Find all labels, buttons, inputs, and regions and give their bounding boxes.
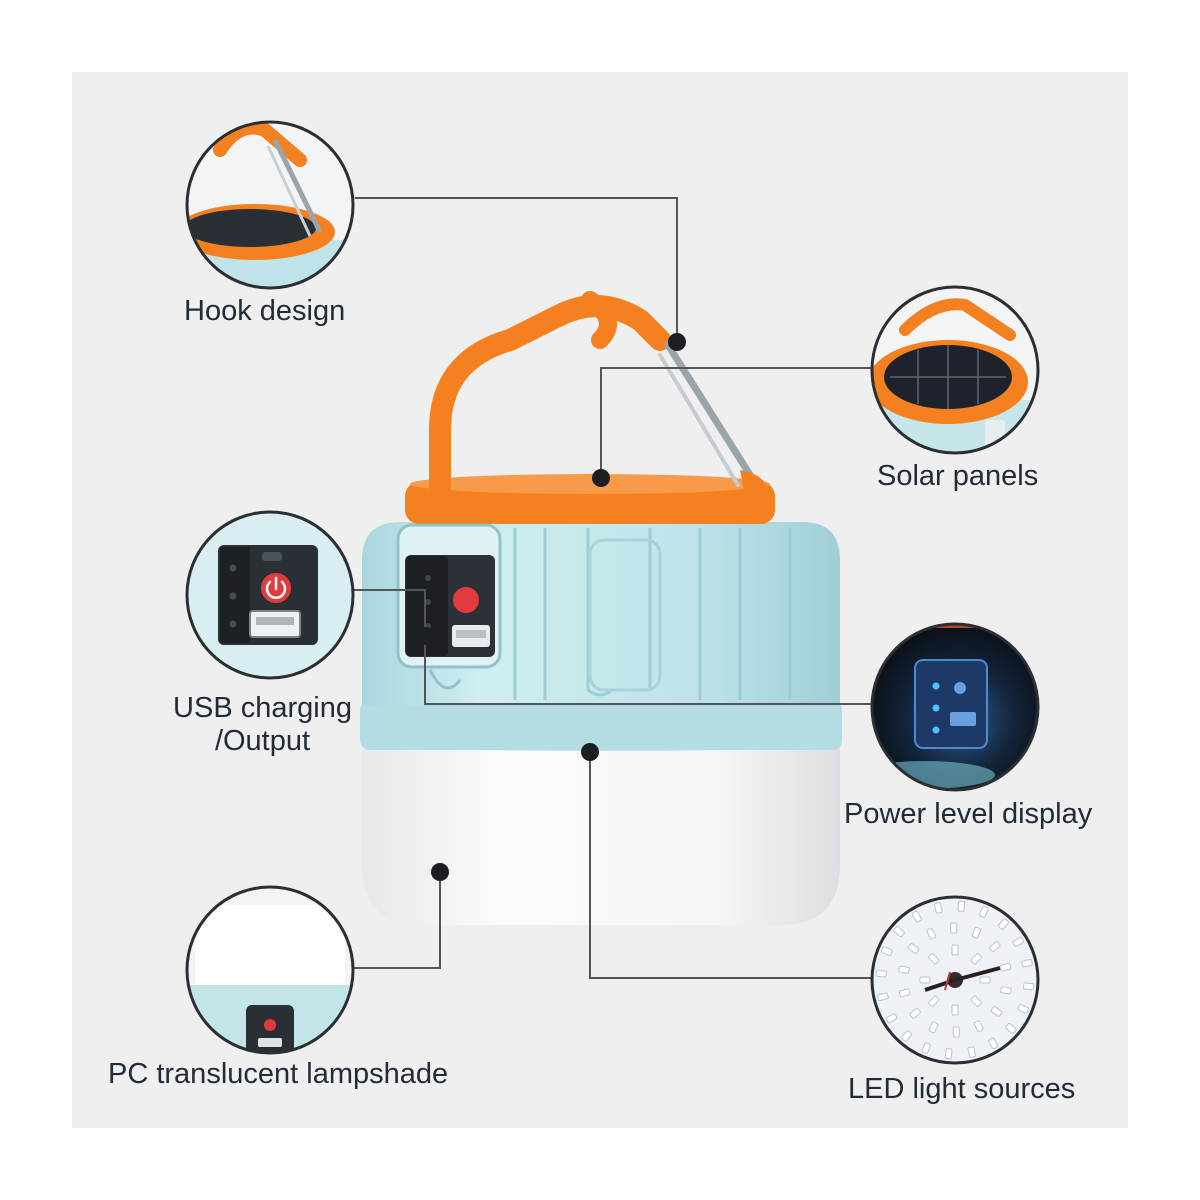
- lampshade-detail-circle: [185, 885, 355, 1055]
- usb-port-icon: [249, 610, 301, 638]
- led-chip: [973, 1020, 984, 1033]
- led-chip: [1005, 1023, 1017, 1034]
- usb-detail-circle: [185, 510, 355, 680]
- led-chip: [911, 910, 922, 923]
- led-chip: [919, 976, 931, 984]
- led-chip: [950, 922, 958, 934]
- lantern-body: [360, 291, 842, 925]
- led-chip: [933, 902, 943, 914]
- led-chip: [1023, 982, 1035, 991]
- led-chip: [1000, 986, 1012, 995]
- led-chip: [1012, 936, 1025, 947]
- led-chip: [989, 941, 1001, 952]
- led-chip: [875, 969, 887, 978]
- led-chip: [898, 965, 910, 974]
- power-level-detail-circle: [870, 622, 1040, 792]
- led-chip: [901, 1030, 912, 1042]
- led-chip: [952, 1026, 960, 1038]
- led-chip: [970, 953, 982, 965]
- led-chip: [971, 926, 982, 939]
- led-chip: [979, 976, 991, 984]
- led-chip: [909, 1008, 921, 1019]
- usb-charging-label-line2: /Output: [214, 725, 311, 757]
- micro-usb-icon: [262, 552, 282, 561]
- led-chip: [928, 995, 940, 1007]
- led-chip: [898, 988, 911, 998]
- usb-charging-label: USB charging /Output: [150, 692, 375, 758]
- led-chip: [1021, 958, 1033, 968]
- led-chip: [951, 1004, 959, 1016]
- led-detail-circle: [870, 895, 1040, 1065]
- led-light-sources-label: LED light sources: [848, 1073, 1076, 1105]
- led-chip: [885, 1013, 898, 1024]
- led-chip: [990, 1006, 1003, 1017]
- led-chip: [928, 953, 940, 965]
- callout-dots: [417, 333, 686, 881]
- led-chip: [926, 927, 937, 940]
- led-chip: [999, 962, 1012, 972]
- led-chip: [979, 906, 989, 918]
- power-level-display-label: Power level display: [844, 798, 1093, 830]
- led-chip: [881, 946, 893, 956]
- pc-translucent-lampshade-label: PC translucent lampshade: [108, 1058, 449, 1090]
- led-chip: [893, 926, 905, 937]
- led-chip: [928, 1021, 939, 1034]
- usb-charging-label-line1: USB charging: [173, 692, 352, 724]
- led-chip: [970, 995, 982, 1007]
- led-chip: [988, 1037, 999, 1050]
- led-chip: [944, 1048, 953, 1060]
- power-icon: [261, 573, 291, 603]
- hook-design-label: Hook design: [184, 295, 346, 327]
- led-chips: [875, 900, 1035, 1060]
- led-chip: [957, 900, 966, 912]
- led-chip: [877, 992, 889, 1002]
- solar-detail-circle: [870, 285, 1040, 455]
- led-chip: [951, 944, 959, 956]
- leader-lines: [352, 197, 872, 979]
- led-chip: [1017, 1004, 1029, 1014]
- led-chip: [998, 918, 1009, 930]
- led-chip: [967, 1046, 977, 1058]
- led-chip: [907, 943, 920, 954]
- led-chip: [921, 1042, 931, 1054]
- solar-panels-label: Solar panels: [877, 460, 1039, 492]
- hook-detail-circle: [185, 120, 355, 290]
